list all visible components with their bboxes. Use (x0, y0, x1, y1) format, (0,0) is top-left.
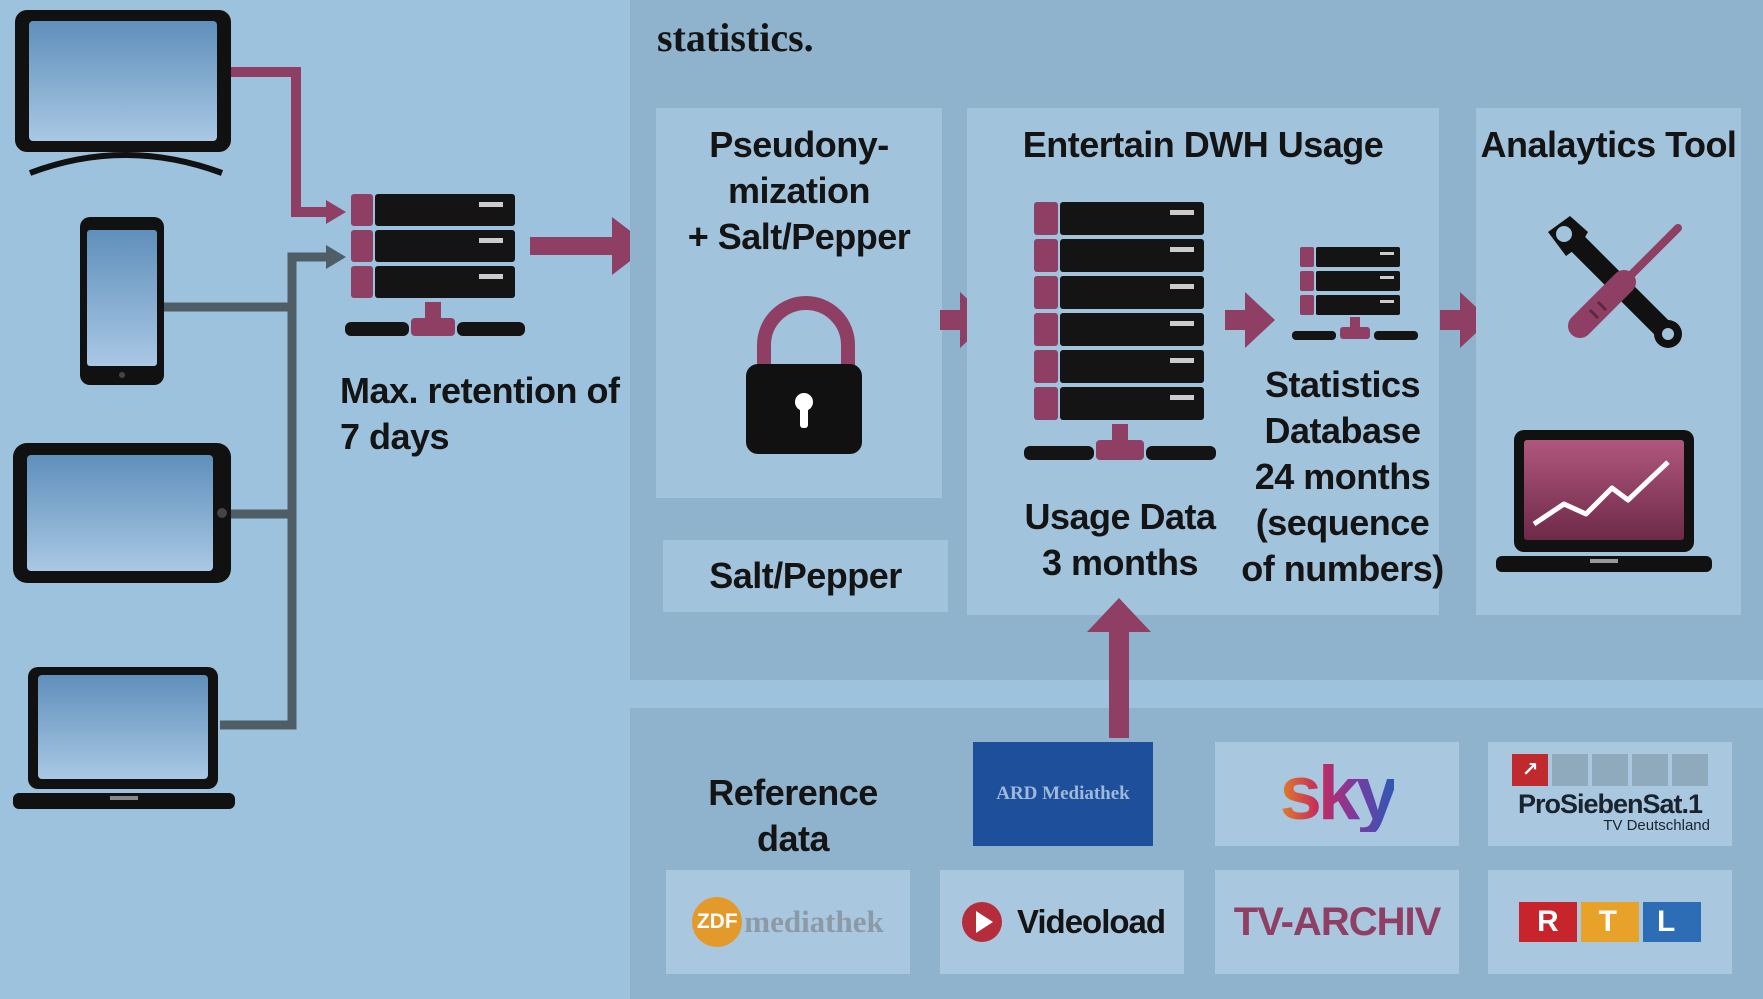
retention-label: Max. retention of 7 days (340, 368, 620, 460)
arrow-to-statistics (1225, 292, 1275, 348)
stats-line-5: of numbers) (1241, 548, 1444, 589)
arrow-to-analytics (1440, 292, 1490, 348)
prosiebensat1-logo: ↗ ProSiebenSat.1 TV Deutschland (1488, 742, 1732, 846)
statistics-db-label: Statistics Database 24 months (sequence … (1235, 362, 1450, 592)
rtl-logo-text: RTL (1537, 905, 1716, 938)
stats-line-2: Database (1264, 410, 1421, 451)
pseudonymization-line-1: Pseudony- (709, 124, 889, 165)
ard-logo-text: ARD Mediathek (996, 783, 1130, 804)
stats-line-1: Statistics (1264, 364, 1421, 405)
usage-line-1: Usage Data (1024, 496, 1216, 537)
reference-data-label: Reference data (708, 772, 878, 859)
sky-logo: sky (1215, 742, 1459, 846)
stats-line-4: (sequence (1255, 502, 1430, 543)
statistics-server-icon (1292, 247, 1418, 340)
videoload-play-icon (961, 902, 1002, 942)
salt-pepper-box (663, 540, 948, 612)
prosieben-sub-text: TV Deutschland (1603, 817, 1710, 834)
collector-server-icon (345, 194, 525, 336)
zdf-logo-mark: ZDF (692, 897, 743, 947)
smartphone-icon (80, 217, 164, 385)
tv-icon (15, 10, 231, 176)
channel-icon-4 (1672, 754, 1708, 786)
rtl-block-l (1643, 902, 1701, 942)
usage-data-server-icon (1024, 202, 1216, 460)
zdf-logo-text: mediathek (744, 904, 884, 939)
lock-icon (746, 296, 862, 454)
videoload-logo-text: Videoload (1016, 903, 1166, 940)
arrow-from-reference (1087, 598, 1151, 738)
ard-mediathek-logo: ARD Mediathek (973, 742, 1153, 846)
channel-icon-3 (1632, 754, 1668, 786)
zdf-mediathek-logo: ZDF mediathek (666, 870, 910, 974)
dwh-title: Entertain DWH Usage (1022, 124, 1384, 165)
tv-archiv-logo: TV-ARCHIV (1215, 870, 1459, 974)
prosieben-channel-icons: ↗ (1512, 754, 1708, 786)
videoload-logo: Videoload (940, 870, 1184, 974)
pseudonymization-line-2: mization (727, 170, 871, 211)
retention-line-1: Max. retention of (340, 370, 620, 411)
tablet-icon (13, 443, 231, 583)
pseudonymization-line-3: + Salt/Pepper (687, 216, 911, 257)
sky-logo-text: sky (1279, 751, 1399, 836)
analytics-laptop-icon (1496, 430, 1712, 572)
rtl-block-t (1581, 902, 1639, 942)
rtl-block-r (1519, 902, 1577, 942)
heading-fragment: statistics. (657, 15, 814, 60)
laptop-icon (13, 667, 235, 809)
tools-icon (1548, 216, 1682, 348)
channel-icon-1 (1552, 754, 1588, 786)
pseudonymization-label: Pseudony- mization + Salt/Pepper (656, 122, 942, 260)
analytics-title: Analaytics Tool (1480, 124, 1737, 165)
usage-data-label: Usage Data 3 months (1020, 494, 1220, 586)
tv-archiv-logo-text: TV-ARCHIV (1233, 899, 1442, 944)
stats-line-3: 24 months (1254, 456, 1431, 497)
salt-pepper-label: Salt/Pepper (709, 555, 902, 596)
prosieben-icon: ↗ (1512, 754, 1548, 786)
usage-line-2: 3 months (1041, 542, 1199, 583)
rtl-logo: RTL (1488, 870, 1732, 974)
retention-line-2: 7 days (340, 416, 450, 457)
prosieben-logo-text: ProSiebenSat.1 (1517, 789, 1703, 819)
channel-icon-2 (1592, 754, 1628, 786)
rtl-logo-mark: RTL (1519, 902, 1701, 942)
